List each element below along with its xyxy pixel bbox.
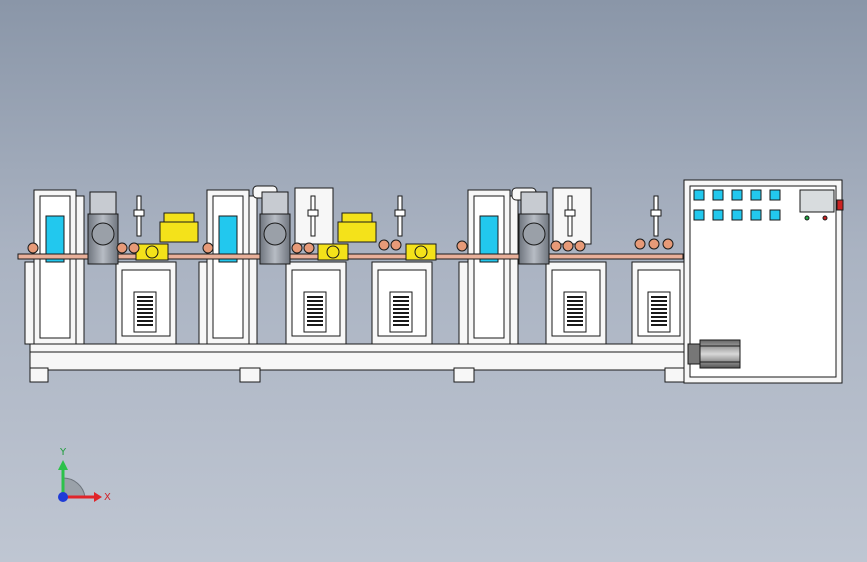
yellow-head-1 [135, 212, 199, 261]
gearmotor-1 [87, 191, 119, 265]
z-axis-dot [58, 492, 68, 502]
conveyor-rail [17, 253, 746, 263]
status-window-3 [479, 215, 499, 263]
column-unit-1 [24, 189, 85, 345]
x-axis-label: X [104, 492, 111, 503]
status-window-1 [45, 215, 65, 263]
y-axis-label: Y [59, 447, 67, 458]
cabinet-buttons [693, 189, 781, 221]
pedestal-3 [371, 261, 433, 345]
base-frame [29, 343, 686, 383]
rollers [27, 238, 674, 254]
column-unit-2 [198, 189, 258, 345]
gearmotor-3 [518, 191, 550, 265]
drive-motor [687, 339, 741, 369]
gearmotor-2 [259, 191, 291, 265]
pedestal-5 [631, 261, 685, 345]
pedestal-1 [115, 261, 177, 345]
hmi-screen [799, 189, 835, 213]
pedestal-4 [545, 261, 607, 345]
pedestal-2 [285, 261, 347, 345]
axis-triad: Y X [58, 447, 111, 503]
spindle-stems [133, 195, 662, 237]
yellow-head-2 [317, 212, 437, 261]
status-window-2 [218, 215, 238, 263]
column-unit-3 [458, 189, 519, 345]
machine-assembly [17, 179, 844, 384]
